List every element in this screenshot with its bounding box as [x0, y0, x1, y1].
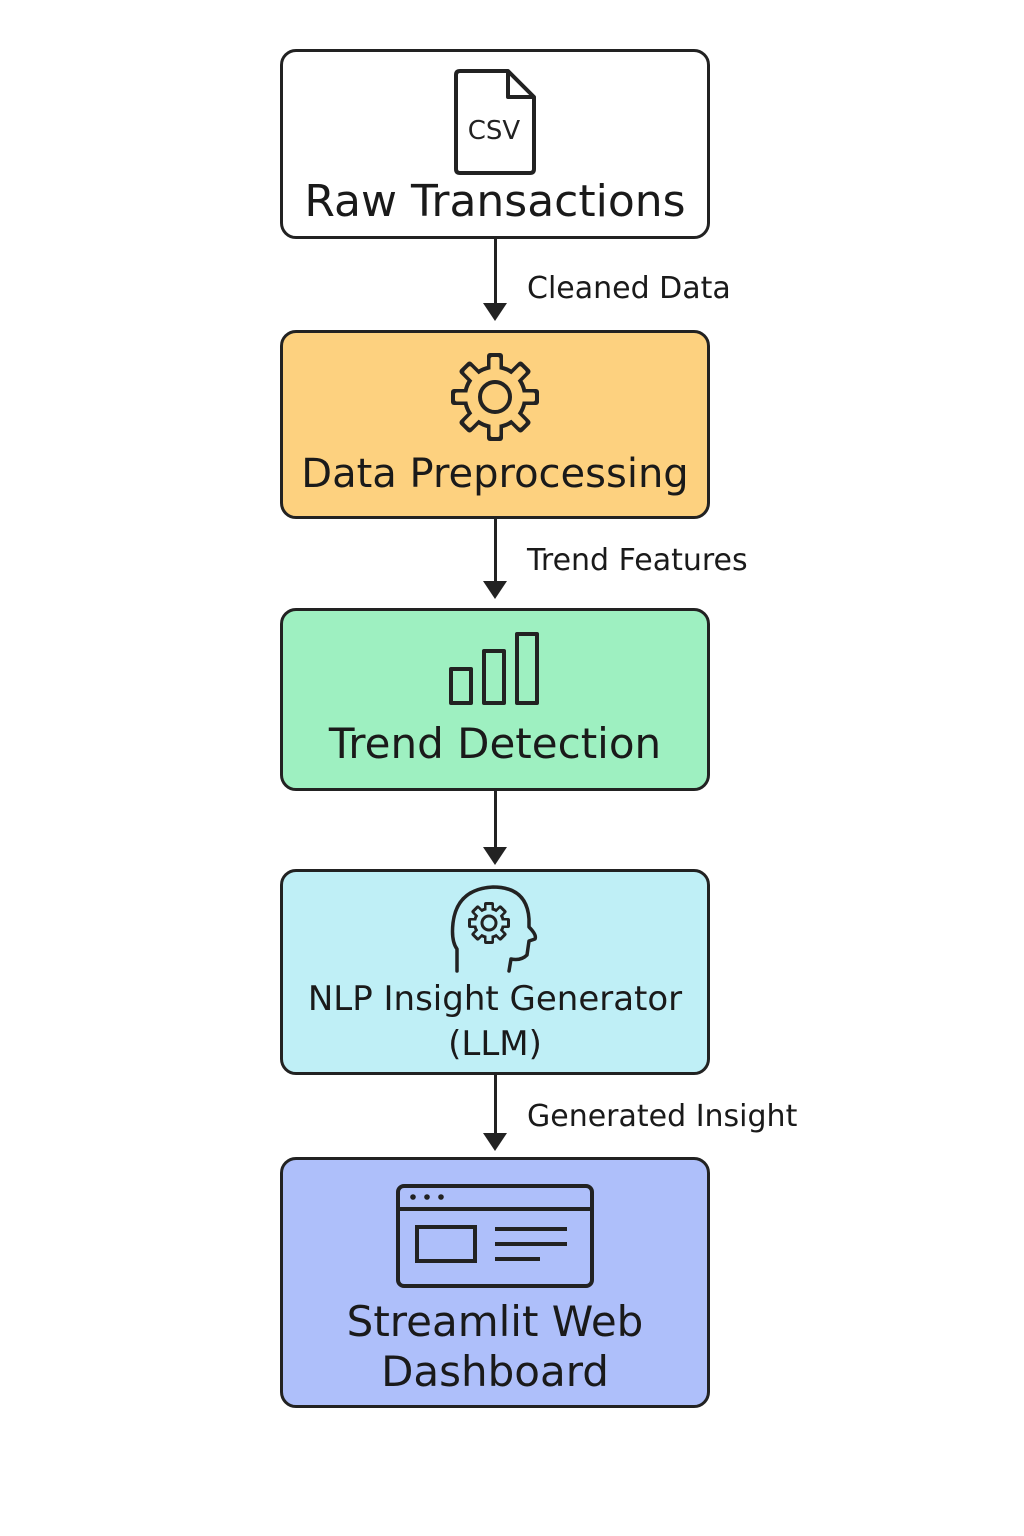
node-streamlit-web-dashboard: Streamlit Web Dashboard [280, 1157, 710, 1408]
edge-line-4 [494, 1075, 497, 1135]
node-label-nlp-line1: NLP Insight Generator [307, 979, 683, 1019]
edge-arrowhead-1 [483, 303, 507, 321]
node-label-trend-detection: Trend Detection [328, 719, 662, 768]
head-gear-icon [283, 883, 707, 977]
node-label-dashboard-line1: Streamlit Web [346, 1297, 644, 1346]
edge-label-trend-features: Trend Features [527, 543, 748, 578]
edge-arrowhead-2 [483, 581, 507, 599]
gear-icon [283, 349, 707, 445]
bar-chart-icon [283, 631, 707, 707]
edge-arrowhead-4 [483, 1133, 507, 1151]
edge-label-cleaned-data: Cleaned Data [527, 271, 731, 306]
node-label-data-preprocessing: Data Preprocessing [301, 451, 689, 497]
node-label-raw-transactions: Raw Transactions [304, 176, 686, 227]
node-label-nlp-line2: (LLM) [448, 1024, 542, 1064]
edge-label-generated-insight: Generated Insight [527, 1099, 798, 1134]
node-data-preprocessing: Data Preprocessing [280, 330, 710, 519]
edge-line-3 [494, 791, 497, 849]
node-label-dashboard-line2: Dashboard [381, 1347, 609, 1396]
node-raw-transactions: CSV Raw Transactions [280, 49, 710, 239]
browser-window-icon [283, 1183, 707, 1289]
edge-line-1 [494, 239, 497, 305]
csv-icon-text: CSV [468, 116, 521, 146]
node-trend-detection: Trend Detection [280, 608, 710, 791]
csv-file-icon: CSV [283, 69, 707, 175]
edge-arrowhead-3 [483, 847, 507, 865]
edge-line-2 [494, 519, 497, 583]
node-nlp-insight-generator: NLP Insight Generator (LLM) [280, 869, 710, 1075]
